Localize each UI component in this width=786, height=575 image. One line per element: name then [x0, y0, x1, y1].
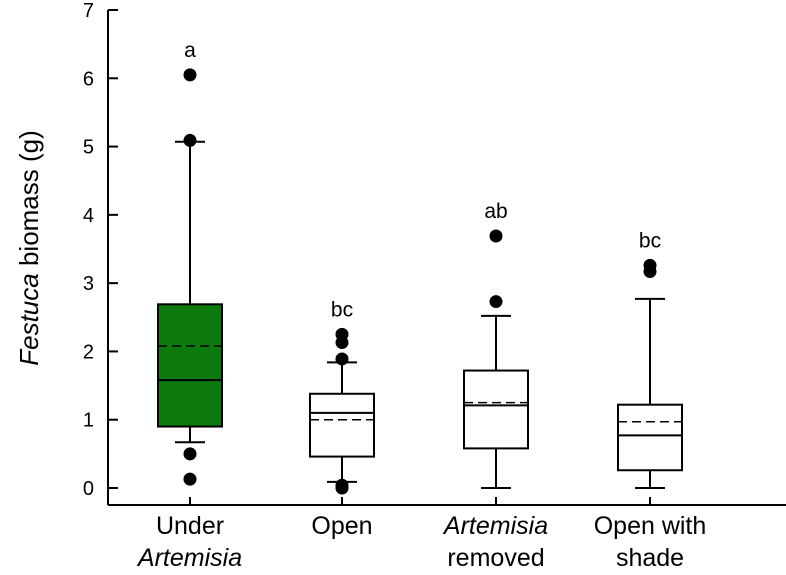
y-tick-label: 7	[83, 0, 94, 22]
category-label-line1: Artemisia	[442, 512, 548, 540]
box-iqr	[617, 403, 683, 472]
outlier-point	[183, 68, 197, 82]
y-tick-label: 3	[83, 273, 94, 295]
category-label-line2: Artemisia	[136, 544, 242, 572]
y-ticks: 0 1 2 3 4 5 6 7	[83, 0, 118, 500]
outlier-point	[183, 133, 197, 147]
box-iqr	[157, 303, 223, 428]
y-tick-label: 4	[83, 205, 94, 227]
outlier-point	[183, 447, 197, 461]
significance-letter: ab	[484, 200, 507, 223]
y-tick-label: 5	[83, 137, 94, 159]
axes: 0 1 2 3 4 5 6 7	[83, 0, 786, 506]
category-label-line2: shade	[616, 544, 684, 572]
outlier-point	[183, 472, 197, 486]
category-label-line2: removed	[447, 544, 544, 572]
y-axis-label: Festuca biomass (g)	[14, 130, 44, 366]
box-group: ab	[463, 200, 529, 489]
y-axis-label-rest: biomass (g)	[14, 130, 44, 273]
boxes: a bc ab bc	[157, 39, 683, 495]
significance-letter: bc	[331, 298, 353, 321]
x-ticks	[189, 497, 651, 505]
outlier-point	[489, 295, 503, 309]
category-label-line1: Open with	[594, 512, 707, 540]
box-iqr	[309, 392, 375, 458]
outlier-point	[335, 327, 349, 341]
outlier-point	[643, 258, 657, 272]
y-tick-label: 6	[83, 68, 94, 90]
outlier-point	[335, 478, 349, 492]
y-axis-label-italic: Festuca	[14, 273, 44, 366]
y-tick-label: 0	[83, 478, 94, 500]
category-label-line1: Open	[311, 512, 372, 540]
box-group: bc	[309, 298, 375, 495]
significance-letter: a	[184, 39, 196, 62]
outlier-point	[489, 229, 503, 243]
y-tick-label: 2	[83, 341, 94, 363]
box-group: a	[157, 39, 223, 486]
outlier-point	[335, 352, 349, 366]
box-iqr	[463, 369, 529, 450]
category-label-line1: Under	[156, 512, 224, 540]
box-group: bc	[617, 229, 683, 489]
y-tick-label: 1	[83, 410, 94, 432]
significance-letter: bc	[639, 229, 661, 252]
